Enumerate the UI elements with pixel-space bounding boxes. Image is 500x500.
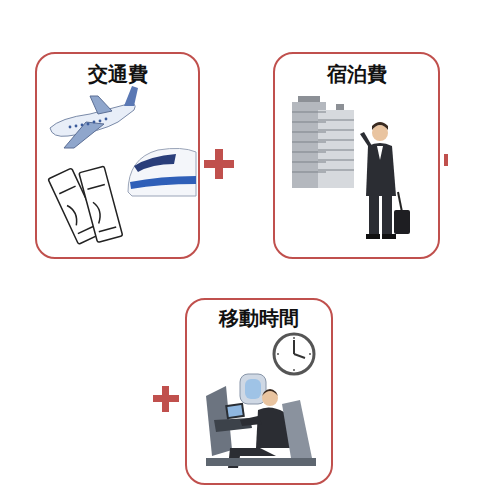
ticket-icon xyxy=(48,166,123,244)
box-title: 移動時間 xyxy=(187,306,331,330)
businessman-icon xyxy=(360,122,410,239)
box-title: 交通費 xyxy=(37,62,198,86)
clock-icon xyxy=(274,334,314,374)
cost-box: 交通費 xyxy=(35,52,200,259)
train-icon xyxy=(128,148,196,196)
plus-sign xyxy=(204,149,234,179)
passenger-icon xyxy=(206,374,316,468)
box-title: 宿泊費 xyxy=(275,62,438,86)
building-icon xyxy=(292,96,354,188)
plus-sign xyxy=(444,154,448,166)
cost-box: 移動時間 xyxy=(185,298,333,485)
plus-sign xyxy=(153,386,179,412)
airplane-icon xyxy=(50,86,138,148)
cost-box: 宿泊費 xyxy=(273,52,440,259)
